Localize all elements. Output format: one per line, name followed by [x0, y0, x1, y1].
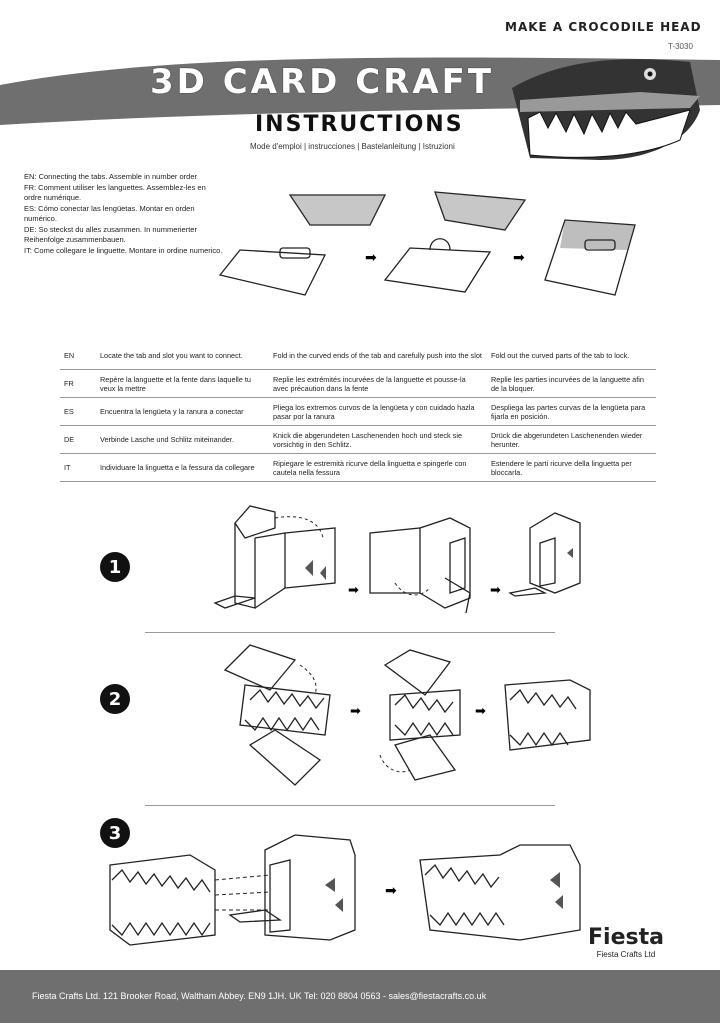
table-lang: DE: [60, 425, 96, 454]
table-cell: Fold out the curved parts of the tab to …: [487, 342, 656, 370]
svg-text:➡: ➡: [365, 250, 377, 266]
table-row: DE Verbinde Lasche und Schlitz miteinand…: [60, 425, 656, 454]
step-number-2: 2: [100, 684, 130, 714]
crocodile-head-icon: [512, 59, 700, 160]
table-lang: ES: [60, 397, 96, 426]
table-cell: Despliega las partes curvas de la lengüe…: [487, 397, 656, 426]
step-1-diagram: ➡ ➡: [213, 505, 581, 613]
language-list: Mode d'emploi | instrucciones | Bastelan…: [250, 142, 455, 151]
svg-text:➡: ➡: [385, 883, 397, 899]
table-cell: Repère la languette et la fente dans laq…: [96, 369, 269, 398]
svg-text:➡: ➡: [475, 704, 486, 719]
connect-line: ES: Cómo conectar las lengüetas. Montar …: [24, 203, 195, 224]
svg-text:➡: ➡: [513, 250, 525, 266]
step-2-diagram: ➡ ➡: [223, 644, 591, 786]
tab-diagram: ➡ ➡: [218, 191, 636, 296]
connect-line: EN: Connecting the tabs. Assemble in num…: [24, 172, 198, 181]
table-cell: Replie les extrémités incurvées de la la…: [269, 369, 487, 398]
table-cell: Pliega los extremos curvos de la lengüet…: [269, 397, 487, 426]
product-code: T-3030: [668, 42, 693, 51]
main-title: 3D Card Craft: [150, 62, 495, 102]
step-number-1: 1: [100, 552, 130, 582]
table-lang: EN: [60, 342, 96, 370]
header-banner: [0, 57, 720, 160]
svg-text:➡: ➡: [348, 583, 359, 598]
table-cell: Fold in the curved ends of the tab and c…: [269, 342, 487, 370]
tab-step-1-diagram: [218, 194, 387, 296]
instructions-title: Instructions: [255, 112, 464, 137]
svg-text:➡: ➡: [490, 583, 501, 598]
instruction-table: EN Locate the tab and slot you want to c…: [60, 342, 656, 482]
tab-step-3-diagram: [544, 219, 636, 296]
product-title: Make a Crocodile Head: [505, 20, 702, 34]
table-cell: Encuentra la lengüeta y la ranura a cone…: [96, 397, 269, 426]
connect-line: IT: Come collegare le linguette. Montare…: [24, 245, 223, 255]
table-row: FR Repère la languette et la fente dans …: [60, 369, 656, 398]
table-row: EN Locate the tab and slot you want to c…: [60, 342, 656, 370]
step-number-3: 3: [100, 818, 130, 848]
footer-bar: [0, 970, 720, 1023]
table-cell: Ripiegare le estremità ricurve della lin…: [269, 453, 487, 482]
table-lang: IT: [60, 453, 96, 482]
table-lang: FR: [60, 369, 96, 398]
table-cell: Replie les parties incurvées de la langu…: [487, 369, 656, 398]
table-cell: Knick die abgerundeten Laschenenden hoch…: [269, 425, 487, 454]
step-divider: [145, 805, 555, 806]
table-row: ES Encuentra la lengüeta y la ranura a c…: [60, 397, 656, 426]
footer-contact: Fiesta Crafts Ltd. 121 Brooker Road, Wal…: [32, 991, 487, 1001]
fiesta-logo: Fiesta Fiesta Crafts Ltd: [588, 925, 664, 959]
svg-text:➡: ➡: [350, 704, 361, 719]
table-cell: Estendere le parti ricurve della linguet…: [487, 453, 656, 482]
connect-line: FR: Comment utiliser les languettes. Ass…: [24, 182, 206, 203]
logo-name: Fiesta: [588, 925, 664, 950]
table-cell: Individuare la linguetta e la fessura da…: [96, 453, 269, 482]
connect-line: DE: So steckst du alles zusammen. In num…: [24, 224, 197, 245]
table-row: IT Individuare la linguetta e la fessura…: [60, 453, 656, 482]
tab-step-2-diagram: [383, 191, 527, 293]
logo-subtitle: Fiesta Crafts Ltd: [596, 950, 656, 959]
table-cell: Drück die abgerundeten Laschenenden wied…: [487, 425, 656, 454]
table-cell: Locate the tab and slot you want to conn…: [96, 342, 269, 370]
table-cell: Verbinde Lasche und Schlitz miteinander.: [96, 425, 269, 454]
connecting-tabs-text: EN: Connecting the tabs. Assemble in num…: [24, 172, 224, 256]
step-divider: [145, 632, 555, 633]
step-3-diagram: ➡: [109, 834, 581, 946]
